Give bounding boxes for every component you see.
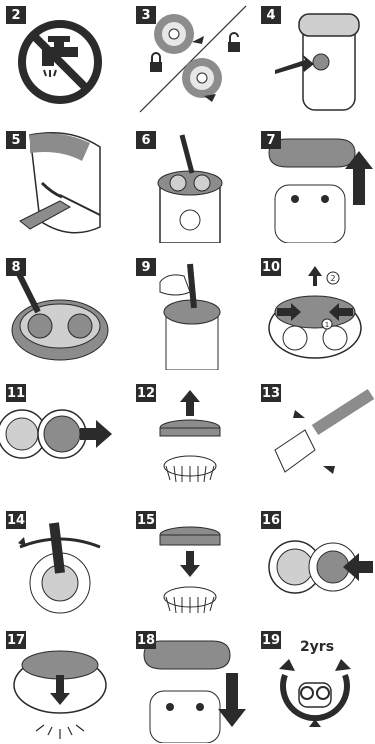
- callout-1: 1: [325, 321, 329, 329]
- step-10-panel: 10 2 1: [255, 252, 375, 370]
- step-6-panel: 6: [130, 125, 250, 243]
- step-number: 11: [6, 384, 26, 402]
- step-18-panel: 18: [130, 625, 250, 743]
- step-number: 17: [6, 631, 26, 649]
- step-15-panel: 15: [130, 505, 250, 623]
- step-number: 5: [6, 131, 26, 149]
- step-12-panel: 12: [130, 378, 250, 496]
- step-4-panel: 4: [255, 0, 375, 118]
- step-2-panel: 2: [0, 0, 120, 118]
- step-7-panel: 7: [255, 125, 375, 243]
- step-11-panel: 11: [0, 378, 120, 496]
- step-number: 14: [6, 511, 26, 529]
- step-number: 18: [136, 631, 156, 649]
- step-number: 9: [136, 258, 156, 276]
- step-number: 2: [6, 6, 26, 24]
- step-3-panel: 3: [130, 0, 250, 118]
- step-number: 16: [261, 511, 281, 529]
- step-5-panel: 5: [0, 125, 120, 243]
- step-number: 6: [136, 131, 156, 149]
- step-9-panel: 9: [130, 252, 250, 370]
- step-17-panel: 17: [0, 625, 120, 743]
- step-number: 13: [261, 384, 281, 402]
- step-number: 19: [261, 631, 281, 649]
- replace-interval-label: 2yrs: [300, 639, 334, 655]
- step-number: 8: [6, 258, 26, 276]
- step-number: 15: [136, 511, 156, 529]
- step-number: 7: [261, 131, 281, 149]
- step-14-panel: 14: [0, 505, 120, 623]
- step-number: 12: [136, 384, 156, 402]
- step-number: 10: [261, 258, 281, 276]
- step-19-panel: 19 2yrs: [255, 625, 375, 743]
- step-number: 3: [136, 6, 156, 24]
- step-16-panel: 16: [255, 505, 375, 623]
- step-13-panel: 13: [255, 378, 375, 496]
- step-number: 4: [261, 6, 281, 24]
- step-8-panel: 8: [0, 252, 120, 370]
- callout-2: 2: [330, 274, 335, 283]
